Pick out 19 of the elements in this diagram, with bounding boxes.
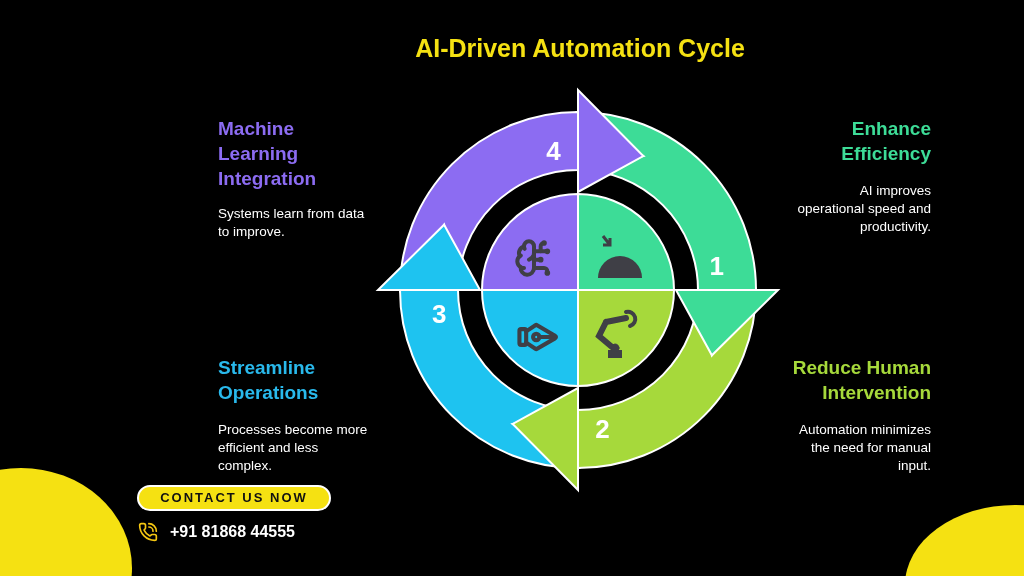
cycle-arrowhead bbox=[577, 87, 645, 194]
step-number: 4 bbox=[545, 135, 562, 168]
cycle-arrowhead bbox=[375, 223, 482, 291]
title: AI-Driven Automation Cycle bbox=[414, 33, 746, 64]
step-heading: Streamline Operations bbox=[218, 356, 320, 405]
step-description: AI improves operational speed and productivity. bbox=[796, 182, 931, 236]
cycle-arrowhead bbox=[511, 386, 579, 493]
step-number: 1 bbox=[708, 249, 726, 282]
step-number: 3 bbox=[430, 298, 448, 331]
step-number: 2 bbox=[594, 412, 611, 445]
step-heading: Reduce Human Intervention bbox=[791, 356, 931, 405]
cycle-arrowhead bbox=[674, 289, 781, 357]
step-description: Automation minimizes the need for manual input. bbox=[797, 421, 931, 475]
phone-number: +91 81868 44555 bbox=[170, 522, 295, 542]
step-description: Systems learn from data to improve. bbox=[218, 205, 366, 241]
step-heading: Machine Learning Integration bbox=[218, 117, 318, 191]
step-description: Processes become more efficient and less complex. bbox=[218, 421, 368, 475]
step-heading: Enhance Efficiency bbox=[840, 117, 931, 166]
contact-button: CONTACT US NOW bbox=[137, 485, 331, 511]
